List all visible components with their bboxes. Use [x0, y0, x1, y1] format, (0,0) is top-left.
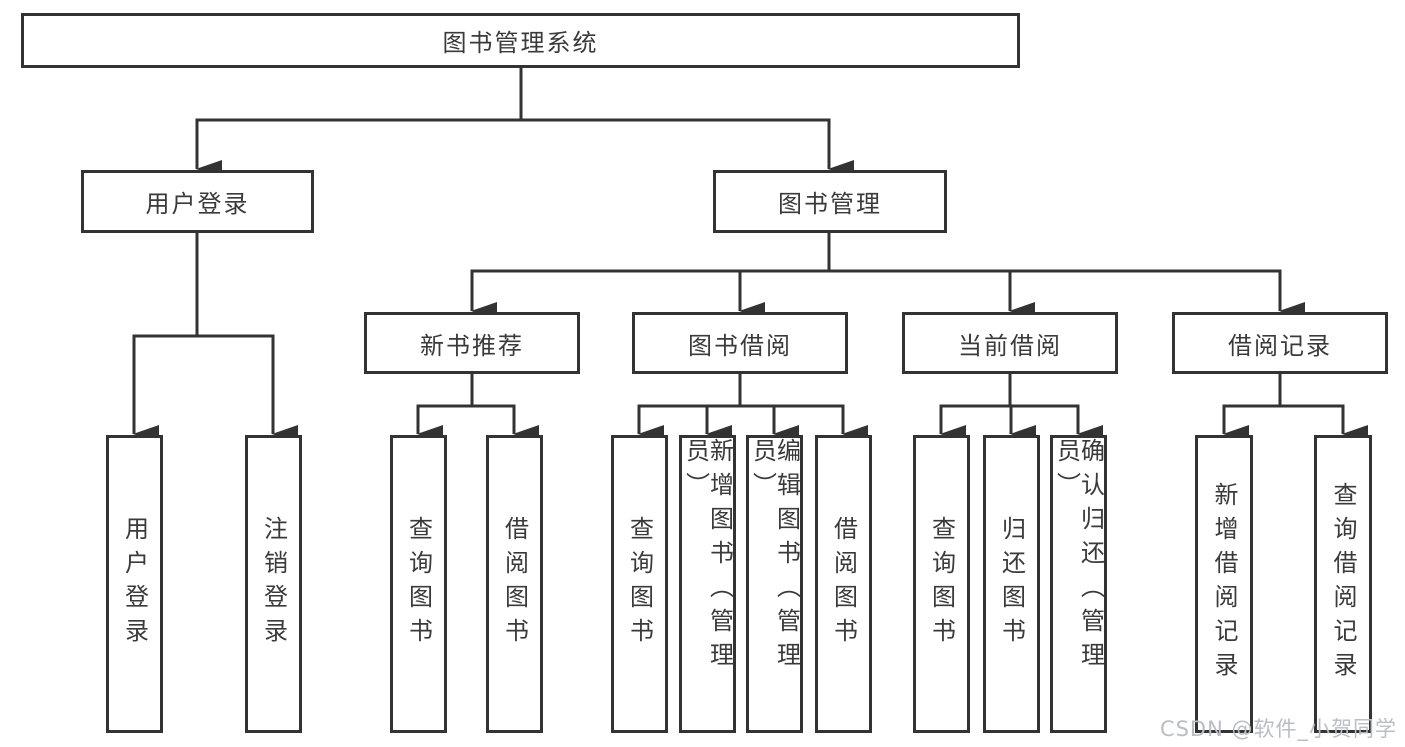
node-current-borrow: 当前借阅 [902, 312, 1118, 374]
leaf-label: 查询图书 [625, 516, 654, 652]
leaf-cb-query-book: 查询图书 [913, 435, 970, 733]
leaf-label: 查询借阅记录 [1329, 482, 1357, 686]
leaf-bb-borrow-book: 借阅图书 [815, 435, 872, 733]
leaf-br-add-record: 新增借阅记录 [1195, 435, 1253, 733]
leaf-label: 借阅图书 [500, 516, 529, 652]
leaf-cb-confirm-return-admin: 确认归还（管理员） [1050, 435, 1107, 733]
leaf-nbr-borrow-book: 借阅图书 [486, 435, 543, 733]
leaf-user-login: 用户登录 [106, 435, 163, 733]
leaf-bb-add-book-admin: 新增图书（管理员） [679, 435, 736, 733]
node-user-login: 用户登录 [81, 170, 314, 233]
leaf-logout: 注销登录 [245, 435, 302, 733]
leaf-nbr-query-book: 查询图书 [390, 435, 447, 733]
leaf-label: 借阅图书 [829, 516, 858, 652]
leaf-cb-return-book: 归还图书 [983, 435, 1040, 733]
node-book-management: 图书管理 [713, 170, 947, 233]
leaf-bb-query-book: 查询图书 [611, 435, 668, 733]
leaf-bb-edit-book-admin: 编辑图书（管理员） [746, 435, 803, 733]
leaf-label: 查询图书 [404, 516, 433, 652]
leaf-label: 编辑图书（管理员） [748, 438, 801, 676]
leaf-br-query-record: 查询借阅记录 [1314, 435, 1372, 733]
node-borrow-records: 借阅记录 [1172, 312, 1388, 374]
node-root-library-system: 图书管理系统 [21, 13, 1020, 68]
node-new-book-recommend: 新书推荐 [364, 312, 580, 374]
leaf-label: 确认归还（管理员） [1052, 438, 1105, 676]
leaf-label: 注销登录 [259, 516, 288, 652]
leaf-label: 归还图书 [997, 516, 1026, 652]
leaf-label: 新增借阅记录 [1210, 482, 1238, 686]
node-book-borrow: 图书借阅 [632, 312, 848, 374]
leaf-label: 新增图书（管理员） [681, 438, 734, 676]
leaf-label: 用户登录 [120, 516, 149, 652]
leaf-label: 查询图书 [927, 516, 956, 652]
